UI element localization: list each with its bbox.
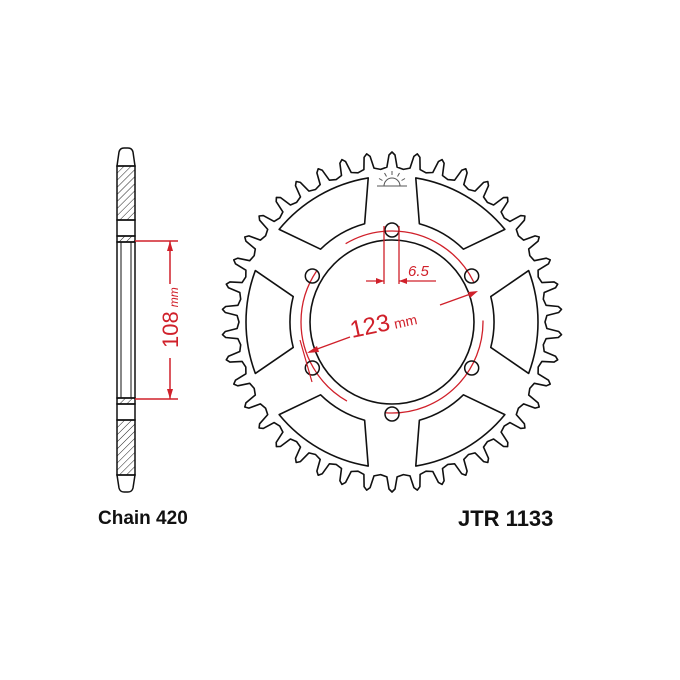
- arrow-up-icon: [167, 241, 173, 251]
- side-hub: [116, 241, 136, 399]
- bolt-hole: [304, 268, 321, 284]
- lightening-window: [414, 394, 506, 467]
- side-bottom-hatch: [116, 419, 136, 476]
- side-bottom-gap: [116, 403, 136, 421]
- side-top-thin-hatch: [116, 235, 136, 243]
- arrow-down-icon: [167, 389, 173, 399]
- arrow-right-icon: [468, 291, 478, 298]
- side-bottom-chamfer: [116, 474, 136, 493]
- side-dimension: [135, 240, 178, 400]
- pcd-extension-line: [299, 339, 313, 383]
- side-top-hatch: [116, 165, 136, 221]
- bolt-hole: [463, 268, 480, 284]
- pitch-circle: [300, 230, 484, 414]
- sun-ray-icon: [378, 178, 383, 181]
- sun-logo-icon: [383, 177, 401, 187]
- hole-size-value: 6.5: [408, 263, 430, 280]
- side-top-gap: [116, 219, 136, 237]
- lightening-window: [489, 269, 539, 375]
- lightening-window: [414, 177, 506, 250]
- bolt-hole: [304, 360, 321, 376]
- side-top-chamfer: [116, 147, 136, 167]
- part-number-label: JTR 1133: [458, 506, 554, 531]
- side-bottom-thin-hatch: [116, 397, 136, 405]
- bolt-hole: [463, 360, 480, 376]
- center-bore: [309, 239, 475, 405]
- lightening-window: [278, 177, 370, 250]
- arrow-left-icon: [307, 346, 319, 353]
- bolt-hole: [384, 222, 400, 238]
- side-dimension-value: 108mm: [158, 287, 183, 348]
- lightening-window: [278, 394, 370, 467]
- sun-ray-icon: [397, 172, 400, 177]
- bolt-hole: [384, 406, 400, 422]
- chain-label: Chain 420: [98, 508, 188, 529]
- pcd-value: 123mm: [348, 303, 420, 343]
- arrow-left-icon: [399, 278, 407, 284]
- sprocket-front-view: [221, 151, 563, 493]
- sun-ray-icon: [384, 172, 387, 177]
- sprocket-teeth-outline: [221, 151, 563, 493]
- arrow-right-icon: [376, 278, 384, 284]
- sun-ray-icon: [401, 178, 406, 181]
- lightening-window: [245, 269, 295, 375]
- side-view: [116, 147, 136, 493]
